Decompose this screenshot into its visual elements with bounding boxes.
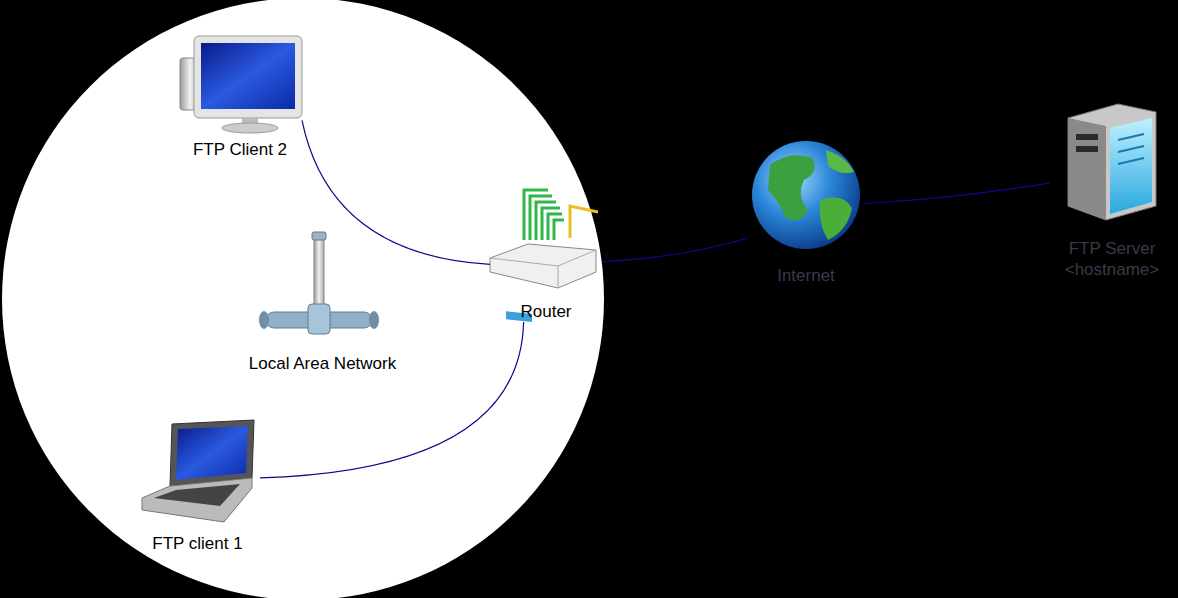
- router-icon: [490, 190, 598, 322]
- label-stack: Local Area Network: [230, 353, 415, 374]
- client-node: FTP Client 2: [178, 28, 302, 160]
- label-stack: Internet: [748, 265, 864, 286]
- lan-connector-icon: [259, 232, 379, 334]
- globe-icon: [752, 141, 860, 249]
- node-label: <hostname>: [1065, 259, 1160, 280]
- node-label: Local Area Network: [249, 353, 396, 374]
- node-label: Router: [520, 301, 571, 322]
- node-label: FTP Server: [1069, 238, 1156, 259]
- client-node: FTP client 1: [135, 418, 260, 554]
- router-node: Router: [490, 178, 602, 322]
- node-label: Internet: [777, 265, 835, 286]
- lan-node: Local Area Network: [230, 228, 415, 374]
- server-node: FTP Server<hostname>: [1050, 100, 1174, 280]
- label-stack: FTP client 1: [135, 533, 260, 554]
- laptop-icon: [142, 420, 254, 522]
- node-label: FTP Client 2: [193, 139, 287, 160]
- label-stack: FTP Server<hostname>: [1050, 238, 1174, 280]
- desktop-icon: [180, 36, 302, 133]
- network-link: [602, 238, 748, 262]
- network-link: [864, 183, 1050, 204]
- node-label: FTP client 1: [152, 533, 242, 554]
- label-stack: FTP Client 2: [178, 139, 302, 160]
- internet-node: Internet: [748, 136, 864, 286]
- network-link: [302, 120, 490, 264]
- lan-region: [2, 0, 604, 598]
- network-link: [260, 322, 524, 478]
- server-icon: [1068, 104, 1156, 220]
- label-stack: Router: [490, 301, 602, 322]
